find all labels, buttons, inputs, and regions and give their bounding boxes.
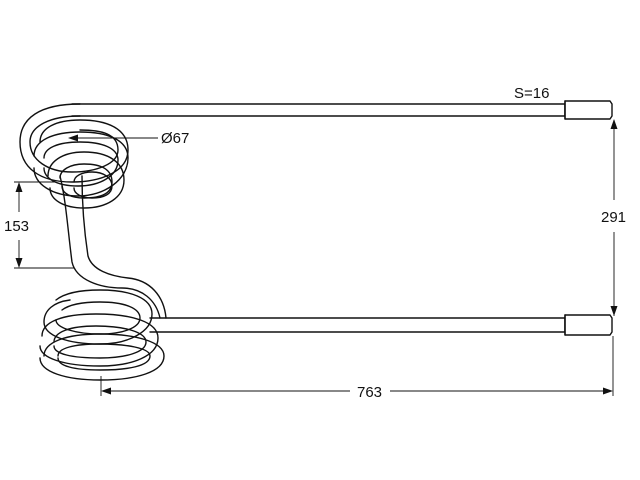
wire-spec-label: S=16 [514,85,549,102]
coil-offset-dimension: 153 [4,181,74,269]
overall-length-label: 763 [357,384,382,401]
coil-diameter-dimension: Ø67 [68,130,189,147]
connecting-leg [59,175,167,319]
lower-prong [149,314,613,336]
prong-spacing-label: 291 [601,209,626,226]
coil-diameter-label: Ø67 [161,130,189,147]
overall-length-dimension: 763 [100,336,614,401]
upper-prong [71,100,613,120]
upper-coil [19,103,129,209]
coil-offset-label: 153 [4,218,29,235]
lower-coil [39,289,165,381]
prong-spacing-dimension: 291 [601,119,626,316]
